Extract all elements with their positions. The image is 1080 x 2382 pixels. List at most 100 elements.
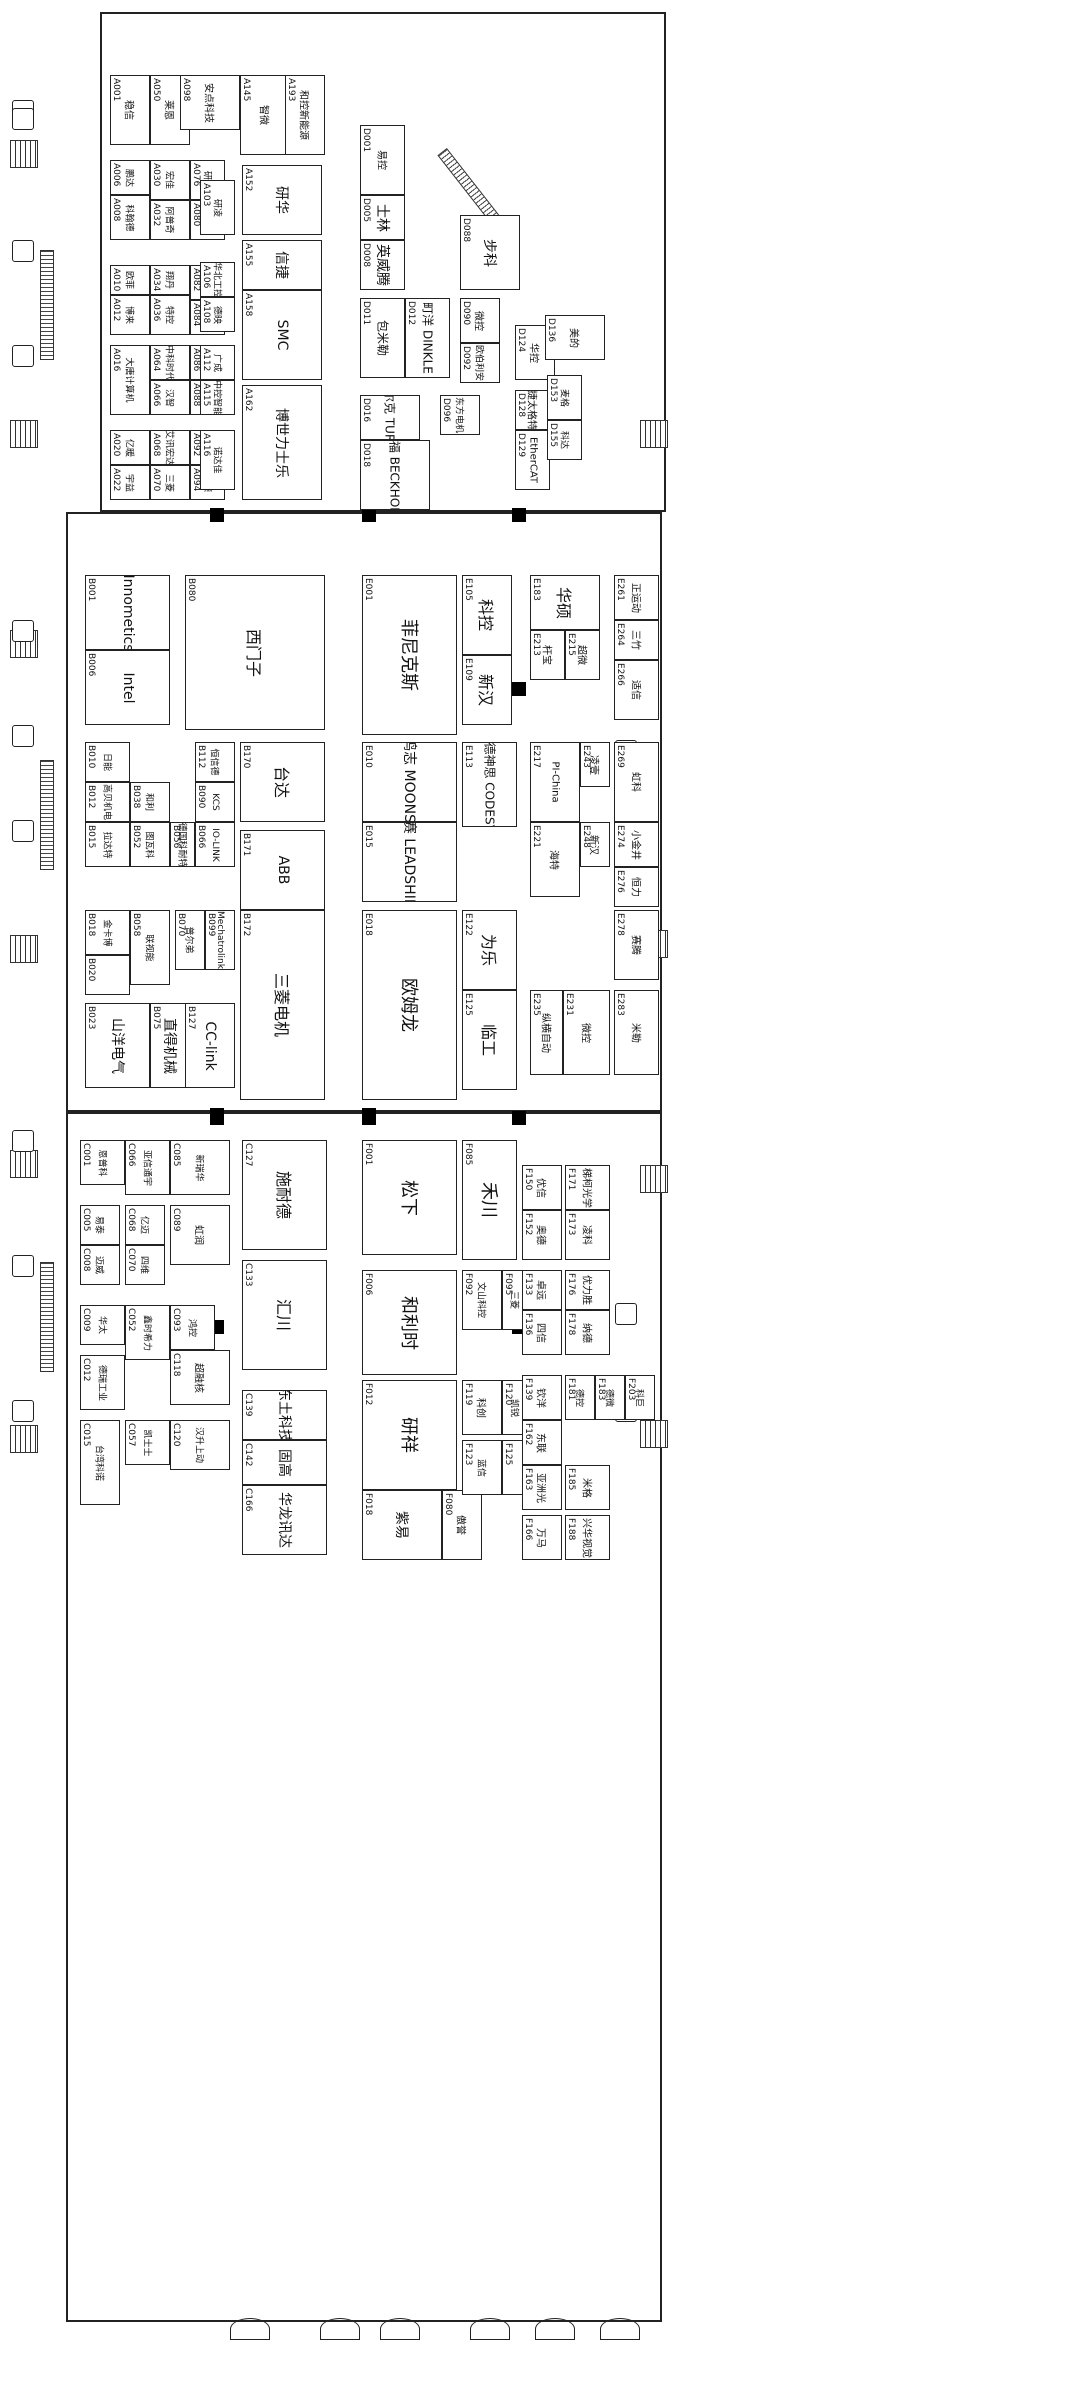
booth-e261[interactable]: E261正运动 [614,575,659,620]
booth-c120[interactable]: C120汉升上动 [170,1420,230,1470]
booth-a034[interactable]: A034翔丹 [150,265,190,295]
booth-a193[interactable]: A193和控新能源 [285,75,325,155]
booth-b171[interactable]: B171ABB [240,830,325,910]
booth-e264[interactable]: E264三竹 [614,620,659,660]
booth-e221[interactable]: E221海特 [530,822,580,897]
booth-c127[interactable]: C127施耐德 [242,1140,327,1250]
booth-f119[interactable]: F119科创 [462,1380,502,1435]
booth-b010[interactable]: B010日能 [85,742,130,782]
booth-a008[interactable]: A008科翰德 [110,195,150,240]
booth-e276[interactable]: E276恒力 [614,867,659,907]
booth-e001[interactable]: E001菲尼克斯 [362,575,457,735]
booth-e122[interactable]: E122为乐 [462,910,517,990]
booth-f188[interactable]: F188兴华视觉 [565,1515,610,1560]
booth-a006[interactable]: A006鹏达 [110,160,150,195]
booth-a155[interactable]: A155信捷 [242,240,322,290]
booth-a112[interactable]: A112广成 [200,345,235,380]
booth-f183[interactable]: F183德微 [595,1375,625,1420]
booth-e274[interactable]: E274小金井 [614,822,659,867]
booth-c001[interactable]: C001恩普科 [80,1140,125,1185]
booth-e235[interactable]: E235纵横自动 [530,990,563,1075]
booth-b015[interactable]: B015拉达特 [85,822,130,867]
booth-c015[interactable]: C015台湾科诺 [80,1420,120,1505]
booth-b056[interactable]: B056德国科耐特 [170,822,195,867]
booth-c118[interactable]: C118超融核 [170,1350,230,1405]
booth-c068[interactable]: C068亿迈 [125,1205,165,1245]
booth-c089[interactable]: C089虹润 [170,1205,230,1265]
booth-c093[interactable]: C093鸿控 [170,1305,215,1350]
booth-e215[interactable]: E215超微 [565,630,600,680]
booth-b080[interactable]: B080西门子 [185,575,325,730]
booth-f085[interactable]: F085禾川 [462,1140,517,1260]
booth-a162[interactable]: A162博世力士乐 [242,385,322,500]
booth-a036[interactable]: A036特控 [150,295,190,335]
booth-a070[interactable]: A070三菱 [150,465,190,500]
booth-a068[interactable]: A068艾讯宏达 [150,430,190,465]
booth-f162[interactable]: F162东联 [522,1420,562,1465]
booth-e269[interactable]: E269虹科 [614,742,659,822]
booth-c012[interactable]: C012德瑞工业 [80,1355,125,1410]
booth-b066[interactable]: B066IO-LINK [195,822,235,867]
booth-a016[interactable]: A016大唐计算机 [110,345,150,415]
booth-a115[interactable]: A115中控智能 [200,380,235,415]
booth-c133[interactable]: C133汇川 [242,1260,327,1370]
booth-a010[interactable]: A010欧菲 [110,265,150,295]
booth-f133[interactable]: F133卓远 [522,1270,562,1310]
booth-d096[interactable]: D096东方电机 [440,395,480,435]
booth-d128[interactable]: D128捷太格特 [515,390,550,430]
booth-d008[interactable]: D008英威腾 [360,240,405,290]
booth-b058[interactable]: B058联视能 [130,910,170,985]
booth-a145[interactable]: A145智微 [240,75,290,155]
booth-d129[interactable]: D129EtherCAT [515,430,550,490]
booth-a106[interactable]: A106华北工控 [200,262,235,297]
booth-d001[interactable]: D001易控 [360,125,405,195]
booth-a012[interactable]: A012博来 [110,295,150,335]
booth-e125[interactable]: E125临工 [462,990,517,1090]
booth-b038[interactable]: B038和利 [130,782,170,822]
booth-d016[interactable]: D016图尔克 TURCK [360,395,420,440]
booth-b018[interactable]: B018金卡博 [85,910,130,955]
booth-c085[interactable]: C085新瑞华 [170,1140,230,1195]
booth-f018[interactable]: F018紫易 [362,1490,442,1560]
booth-b170[interactable]: B170台达 [240,742,325,822]
booth-e217[interactable]: E217PI-China [530,742,580,822]
booth-e109[interactable]: E109新汉 [462,655,512,725]
booth-e213[interactable]: E213杆宝 [530,630,565,680]
booth-a020[interactable]: A020亿暖 [110,430,150,465]
booth-b052[interactable]: B052图瓦科 [130,822,170,867]
booth-b172[interactable]: B172三菱电机 [240,910,325,1100]
booth-f203[interactable]: F203科巨 [625,1375,655,1420]
booth-f185[interactable]: F185米格 [565,1465,610,1510]
booth-e231[interactable]: E231微控 [563,990,610,1075]
booth-f012[interactable]: F012研祥 [362,1380,457,1490]
booth-e248[interactable]: E248新汉 [580,822,610,867]
booth-f173[interactable]: F173凌科 [565,1210,610,1260]
booth-e183[interactable]: E183华硕 [530,575,600,630]
booth-b070[interactable]: B070普尔弟 [175,910,205,970]
booth-d005[interactable]: D005士林 [360,195,405,240]
booth-f123[interactable]: F123蓝信 [462,1440,502,1495]
booth-f181[interactable]: F181德控 [565,1375,595,1420]
booth-f152[interactable]: F152奥德 [522,1210,562,1260]
booth-c009[interactable]: C009华太 [80,1305,125,1345]
booth-a152[interactable]: A152研华 [242,165,322,235]
booth-b012[interactable]: B012高贝机电 [85,782,130,822]
booth-f092[interactable]: F092文山科控 [462,1270,502,1330]
booth-a158[interactable]: A158SMC [242,290,322,380]
booth-e018[interactable]: E018欧姆龙 [362,910,457,1100]
booth-b075[interactable]: B075直得机械 [150,1003,190,1088]
booth-a022[interactable]: A022宇益 [110,465,150,500]
booth-f006[interactable]: F006和利时 [362,1270,457,1375]
booth-a098[interactable]: A098安点科技 [180,75,240,130]
booth-e015[interactable]: E015雷赛 LEADSHINE [362,822,457,902]
booth-a103[interactable]: A103研凌 [200,180,235,235]
booth-b001[interactable]: B001Innometics [85,575,170,650]
booth-a116[interactable]: A116诺达佳 [200,430,235,490]
booth-f136[interactable]: F136四信 [522,1310,562,1355]
booth-a064[interactable]: A064中科时代 [150,345,190,380]
booth-c008[interactable]: C008迈威 [80,1245,120,1285]
booth-a032[interactable]: A032阿普奇 [150,200,190,240]
booth-f166[interactable]: F166万马 [522,1515,562,1560]
booth-f001[interactable]: F001松下 [362,1140,457,1255]
booth-d090[interactable]: D090微控 [460,298,500,343]
